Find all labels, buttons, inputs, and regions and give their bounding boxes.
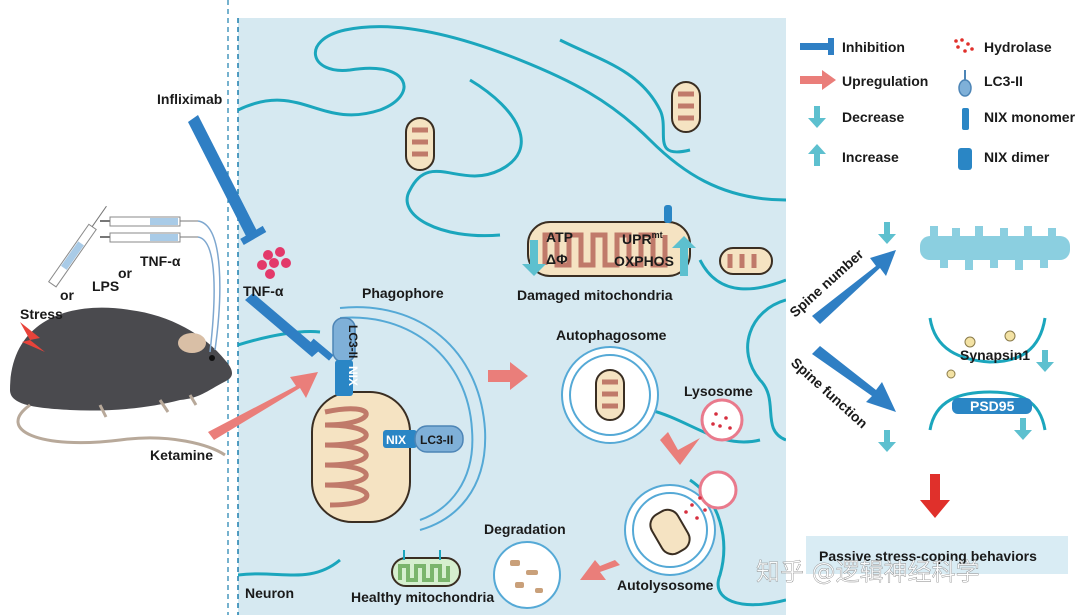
tnf-label-mid: TNF-α [243, 283, 284, 299]
tnf-inhibition-arrow [245, 293, 334, 361]
spine-function-arrow [812, 346, 896, 412]
lps-label: LPS [92, 278, 119, 294]
fusion-arrow [660, 432, 700, 465]
syringe-lps [48, 205, 107, 288]
mitochondrion-small-right [671, 81, 701, 133]
healthy-mitochondria-label: Healthy mitochondria [351, 589, 494, 605]
tube-2 [197, 236, 215, 353]
infliximab-inhibition-arrow [188, 115, 267, 245]
spine-number-arrow [812, 250, 896, 324]
ketamine-upregulation-arrow [208, 372, 318, 440]
er-membrane-left [238, 330, 321, 347]
infliximab-label: Infliximab [157, 91, 222, 107]
degradation-label: Degradation [484, 521, 566, 537]
mouse-eye [209, 355, 215, 361]
arrow-to-degradation [580, 560, 620, 580]
delta-phi-label: ΔΦ [546, 251, 568, 267]
legend-increase-label: Increase [842, 149, 899, 165]
nix-lc3-horizontal [383, 425, 464, 453]
legend-upregulation-label: Upregulation [842, 73, 928, 89]
decrease-arrow-atp [522, 240, 546, 276]
autophagosome [561, 346, 659, 444]
nix-horizontal-label: NIX [386, 433, 406, 447]
legend-nix-monomer-icon [962, 108, 969, 130]
watermark-text: 知乎 @逻辑神经科学 [756, 558, 980, 586]
or-label-2: or [60, 287, 75, 303]
tube-1 [197, 220, 221, 351]
degradation-vesicle [493, 541, 561, 609]
legend-lc3-label: LC3-II [984, 73, 1023, 89]
stress-label: Stress [20, 306, 63, 322]
ketamine-label: Ketamine [150, 447, 213, 463]
spine-function-decrease-icon [878, 430, 896, 452]
er-membrane-top [238, 25, 786, 202]
legend-inhibition-icon [800, 38, 834, 55]
autolysosome [624, 470, 738, 576]
lc3-vertical-label: LC3-II [346, 325, 360, 358]
outcome-arrow [920, 474, 950, 518]
syringe-1 [100, 216, 198, 227]
phagophore [339, 306, 487, 531]
lysosome [700, 398, 744, 442]
atp-label: ATP [546, 229, 573, 245]
synapse [928, 317, 1054, 440]
syringes [48, 205, 221, 353]
mouse-illustration [10, 307, 233, 457]
syringe-2 [100, 232, 198, 243]
lysosome-label: Lysosome [684, 383, 753, 399]
mitochondrion-large [311, 391, 411, 523]
dendrite-spines [920, 226, 1070, 270]
er-membrane-right-lower [746, 298, 786, 442]
damaged-mitochondria-label: Damaged mitochondria [517, 287, 673, 303]
right-panel [800, 38, 1070, 574]
er-membrane-right-mid [698, 259, 786, 291]
stress-lightning-icon [20, 322, 45, 352]
arrow-to-autophagosome [488, 362, 528, 390]
legend-nix-monomer-label: NIX monomer [984, 109, 1076, 125]
legend-nix-dimer-icon [958, 148, 972, 170]
psd95-label: PSD95 [970, 398, 1015, 414]
nix-lc3-vertical [332, 317, 356, 396]
healthy-mitochondrion [391, 550, 461, 587]
mouse-body [10, 307, 233, 411]
legend-lc3-icon [958, 70, 972, 97]
er-membrane-fold [405, 78, 523, 238]
increase-arrow-upr [672, 236, 696, 276]
outcome-label: Passive stress-coping behaviors [819, 548, 1037, 564]
legend-inhibition-label: Inhibition [842, 39, 905, 55]
legend-hydrolase-icon [954, 38, 974, 53]
mouse-ear [178, 333, 206, 353]
damaged-mitochondrion [527, 205, 691, 277]
synapsin-label: Synapsin1 [960, 347, 1030, 363]
legend-decrease-icon [808, 106, 826, 128]
mouse-paws [98, 394, 198, 418]
er-membrane-bottom-left [238, 558, 341, 577]
tnf-molecule-icon [257, 247, 291, 279]
oxphos-label: OXPHOS [614, 253, 674, 269]
nix-vertical-label: NIX [346, 366, 360, 386]
legend-decrease-label: Decrease [842, 109, 904, 125]
neuron-label: Neuron [245, 585, 294, 601]
legend-upregulation-icon [800, 70, 836, 90]
tnf-label-top: TNF-α [140, 253, 181, 269]
mitochondrion-small-mid [719, 247, 773, 275]
legend-increase-icon [808, 144, 826, 166]
mouse-tail [16, 403, 226, 457]
autolysosome-label: Autolysosome [617, 577, 714, 593]
er-membrane-right [559, 38, 691, 154]
autophagosome-label: Autophagosome [556, 327, 667, 343]
lc3-horizontal-label: LC3-II [420, 433, 453, 447]
legend-nix-dimer-label: NIX dimer [984, 149, 1050, 165]
upr-label: UPRmt [622, 230, 663, 247]
mitochondrion-small-top [405, 117, 435, 171]
phagophore-label: Phagophore [362, 285, 444, 301]
legend-hydrolase-label: Hydrolase [984, 39, 1052, 55]
spine-number-decrease-icon [878, 222, 896, 244]
outcome-box [806, 536, 1068, 574]
or-label-1: or [118, 265, 133, 281]
